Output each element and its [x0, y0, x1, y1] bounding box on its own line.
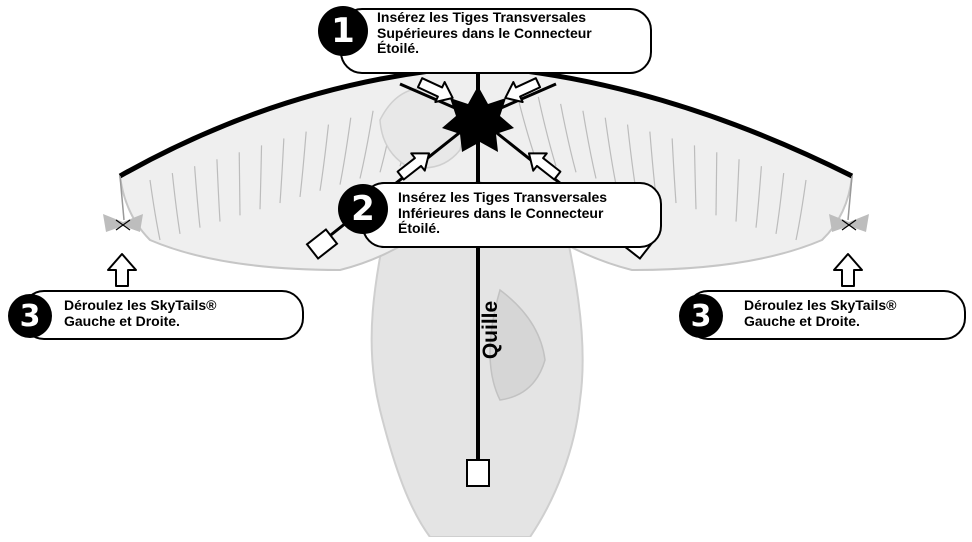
keel-label: Quille	[479, 301, 503, 359]
step-1-line-1: Insérez les Tiges Transversales	[377, 10, 592, 26]
feather-stroke	[239, 152, 240, 215]
step-3-right-text: Déroulez les SkyTails® Gauche et Droite.	[744, 298, 896, 329]
step-3-left-number-badge: 3	[8, 294, 52, 338]
step-1-number: 1	[331, 11, 355, 51]
keel-end-cap-icon	[467, 460, 489, 486]
step-1-line-3: Étoilé.	[377, 41, 592, 57]
step-2-number-badge: 2	[338, 184, 388, 234]
step-3-right-number-badge: 3	[679, 294, 723, 338]
arrow-icon	[108, 254, 136, 286]
step-2-line-1: Insérez les Tiges Transversales	[398, 190, 607, 206]
step-3-right-line-1: Déroulez les SkyTails®	[744, 298, 896, 314]
step-3-left-line-2: Gauche et Droite.	[64, 314, 216, 330]
step-3-left-line-1: Déroulez les SkyTails®	[64, 298, 216, 314]
step-3-right-line-2: Gauche et Droite.	[744, 314, 896, 330]
step-3-left-number: 3	[20, 299, 41, 334]
step-1-text: Insérez les Tiges Transversales Supérieu…	[377, 10, 592, 57]
feather-stroke	[716, 152, 717, 215]
arrow-icon	[834, 254, 862, 286]
step-1-number-badge: 1	[318, 6, 368, 56]
step-2-line-2: Inférieures dans le Connecteur	[398, 206, 607, 222]
step-3-right-number: 3	[691, 299, 712, 334]
step-3-left-text: Déroulez les SkyTails® Gauche et Droite.	[64, 298, 216, 329]
step-2-text: Insérez les Tiges Transversales Inférieu…	[398, 190, 607, 237]
step-2-line-3: Étoilé.	[398, 221, 607, 237]
step-1-line-2: Supérieures dans le Connecteur	[377, 26, 592, 42]
step-2-number: 2	[351, 189, 375, 229]
